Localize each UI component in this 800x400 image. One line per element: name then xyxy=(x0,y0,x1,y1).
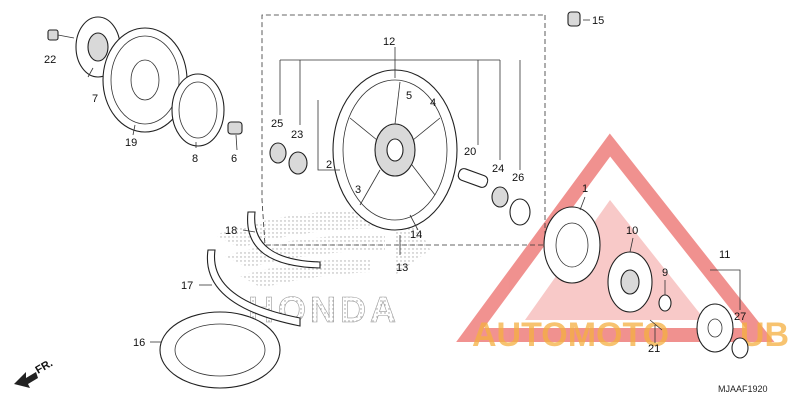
tire-16 xyxy=(159,311,281,389)
callout-9: 9 xyxy=(662,267,668,279)
rim-band-18 xyxy=(247,211,321,269)
callout-11: 11 xyxy=(719,249,730,261)
callout-24: 24 xyxy=(492,163,504,175)
inner-tube-17 xyxy=(206,249,301,327)
washer-9 xyxy=(658,294,672,312)
disc-insert-8 xyxy=(171,73,225,147)
front-direction-arrow xyxy=(14,372,38,388)
diagram-code: MJAAF1920 xyxy=(718,384,768,394)
callout-13: 13 xyxy=(396,262,408,274)
o-ring-27 xyxy=(731,337,749,359)
callout-5: 5 xyxy=(406,90,412,102)
honda-logo-text: HONDA xyxy=(248,289,400,330)
assembly-bracket xyxy=(261,14,546,246)
callout-4: 4 xyxy=(430,97,436,109)
front-arrow-label: FR. xyxy=(34,357,55,376)
callout-3: 3 xyxy=(355,184,361,196)
bolt-22 xyxy=(47,29,75,41)
damper-set-1 xyxy=(543,206,601,284)
callout-16: 16 xyxy=(133,337,145,349)
callout-2: 2 xyxy=(326,159,332,171)
callout-7: 7 xyxy=(92,93,98,105)
spacer-20 xyxy=(457,168,489,188)
sprocket-flange-10 xyxy=(607,251,653,313)
callout-12: 12 xyxy=(383,36,395,48)
callout-22: 22 xyxy=(44,54,56,66)
valve-cap-15 xyxy=(567,11,581,27)
callout-18: 18 xyxy=(225,225,237,237)
callout-14: 14 xyxy=(410,229,422,241)
callout-19: 19 xyxy=(125,137,137,149)
automoto-brand-text: AUTOMOTO xyxy=(472,316,669,354)
callout-8: 8 xyxy=(192,153,198,165)
callout-26: 26 xyxy=(512,172,524,184)
sprocket-11 xyxy=(696,303,734,353)
callout-21: 21 xyxy=(648,343,660,355)
callout-1: 1 xyxy=(582,183,588,195)
o-ring-26 xyxy=(509,198,531,226)
bearing-23 xyxy=(288,151,308,175)
bearing-25 xyxy=(269,142,287,164)
callout-15: 15 xyxy=(592,15,604,27)
leader-lines xyxy=(87,19,741,343)
callout-10: 10 xyxy=(626,225,638,237)
callout-23: 23 xyxy=(291,129,303,141)
bolt-21 xyxy=(649,319,663,331)
callout-25: 25 xyxy=(271,118,283,130)
callout-17: 17 xyxy=(181,280,193,292)
rear-wheel-14 xyxy=(332,69,458,231)
bearing-24 xyxy=(491,186,509,208)
callout-20: 20 xyxy=(464,146,476,158)
callout-27: 27 xyxy=(734,311,746,323)
collar-6 xyxy=(227,121,243,135)
callout-6: 6 xyxy=(231,153,237,165)
